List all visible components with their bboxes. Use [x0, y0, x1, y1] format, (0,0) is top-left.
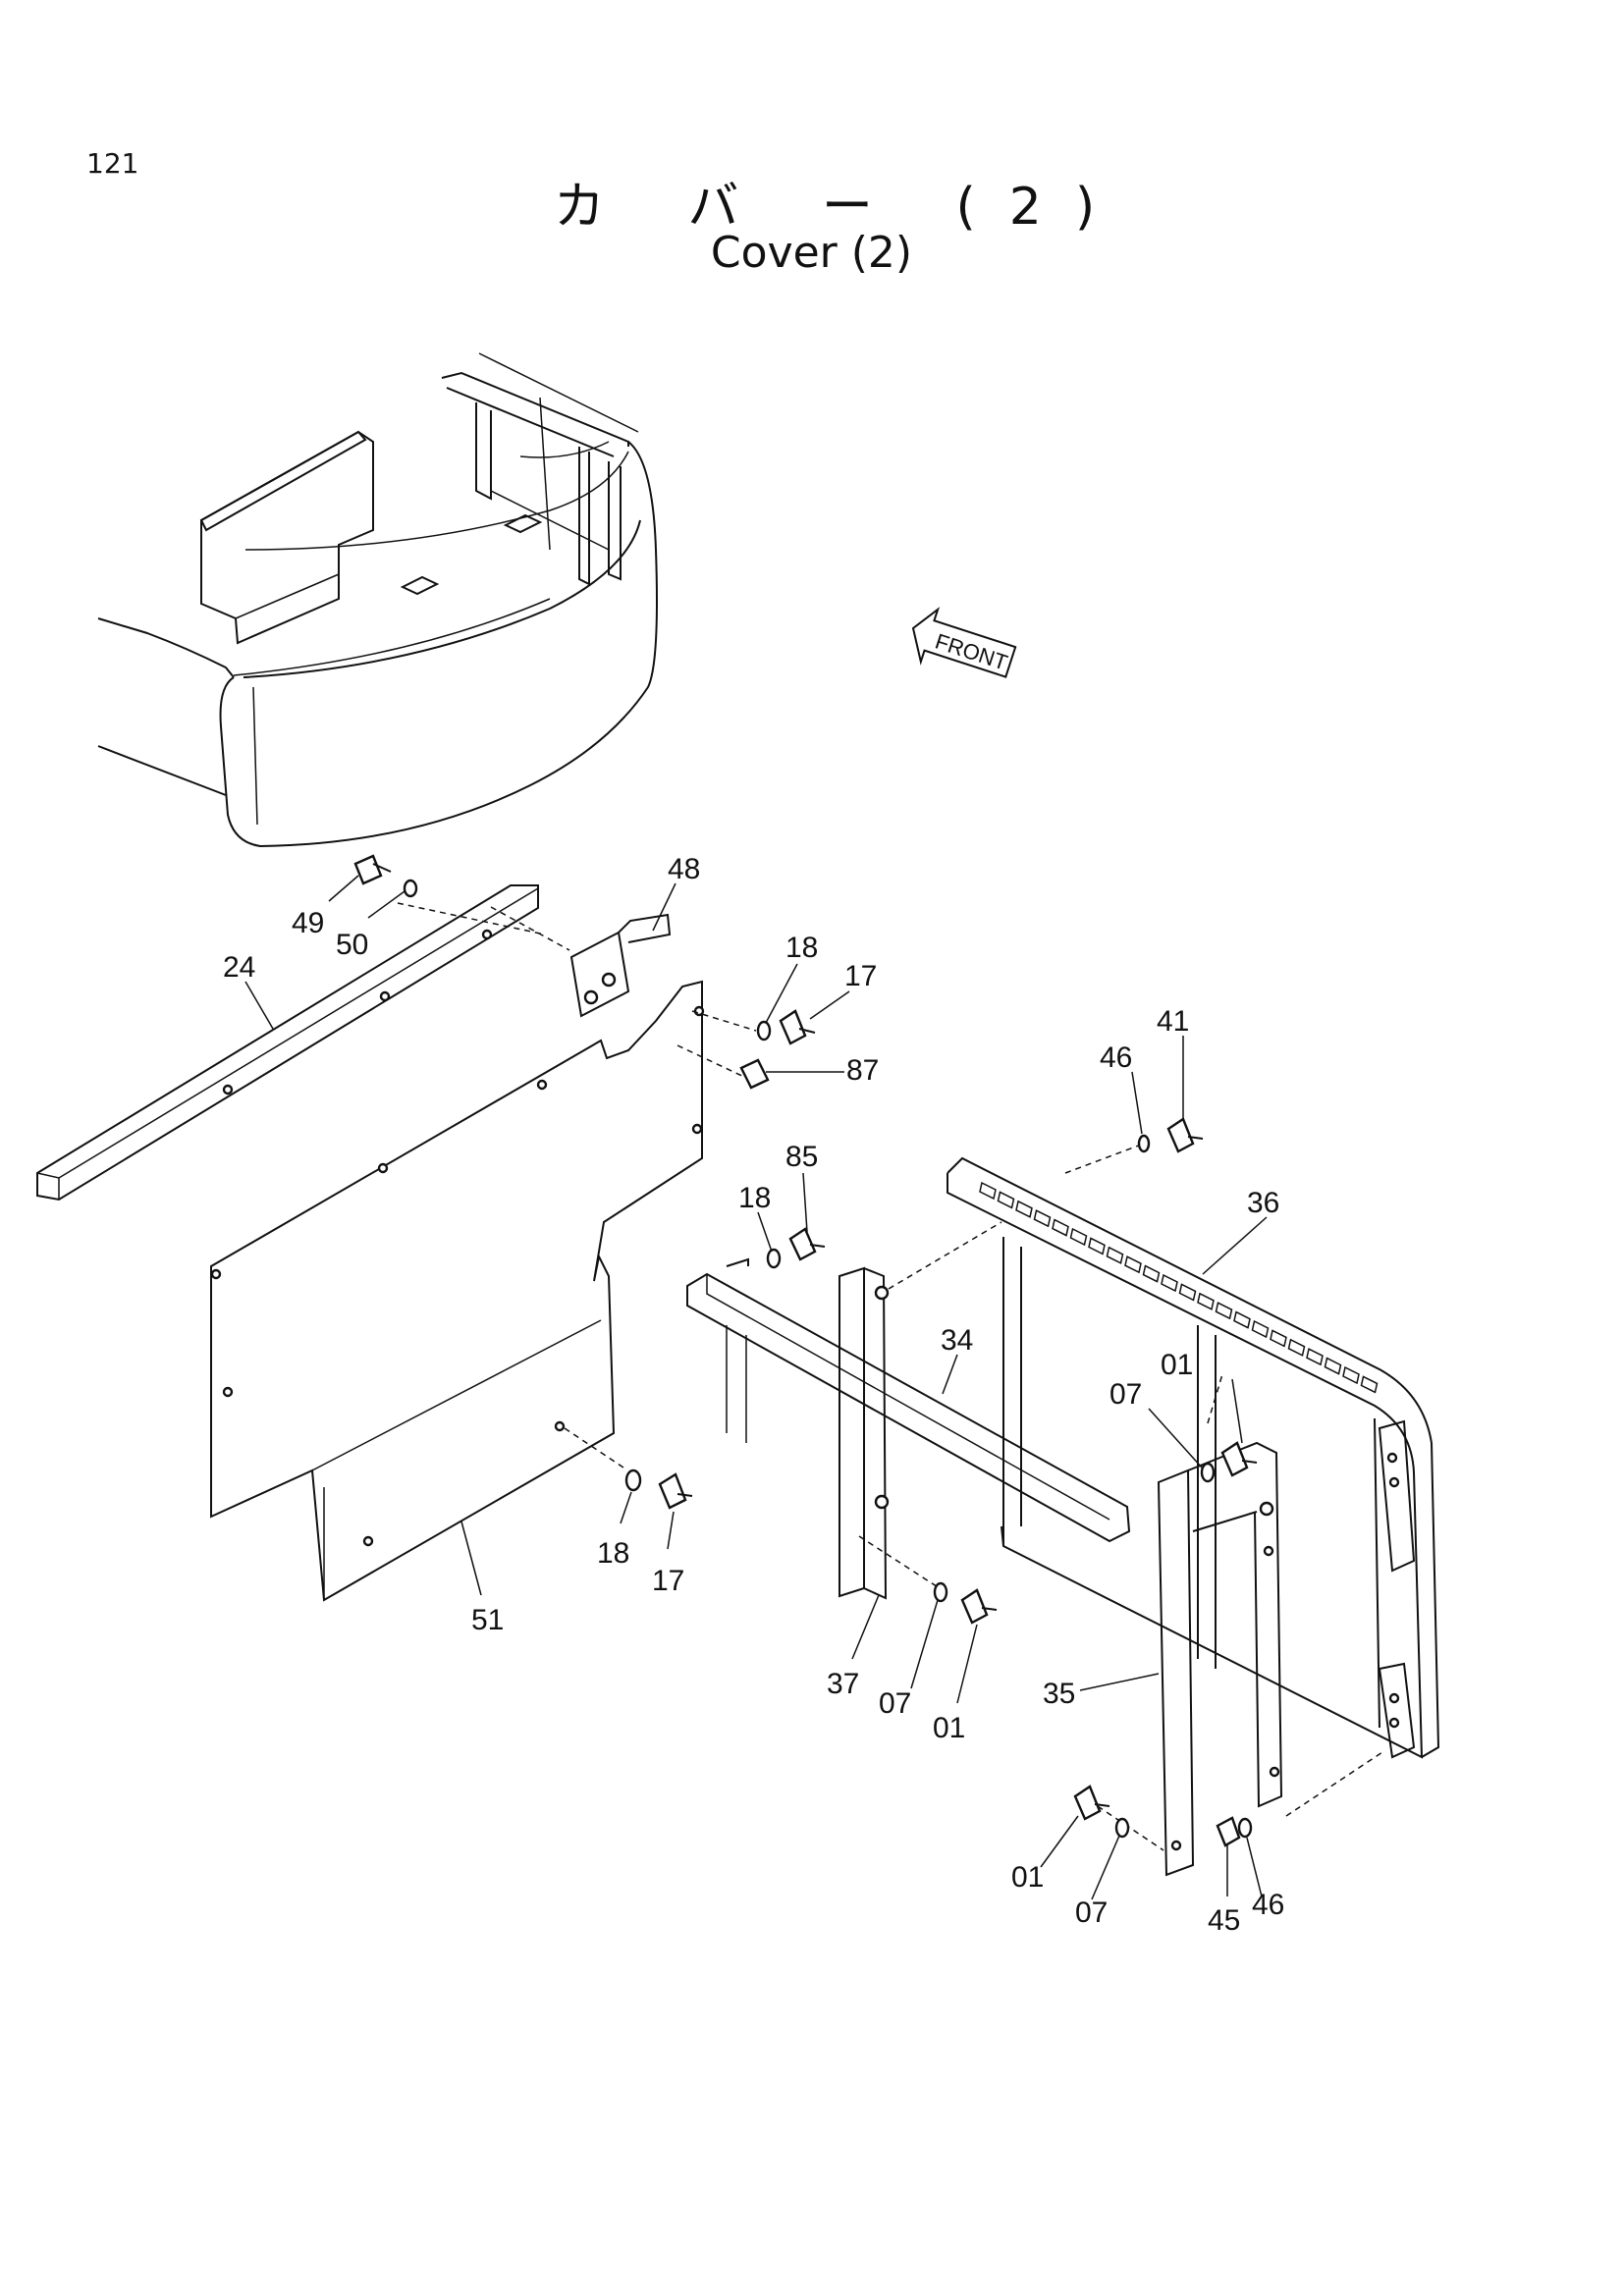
grille-slot: [1251, 1319, 1270, 1339]
callout-01-b: 01: [933, 1712, 965, 1744]
bolt-01-a: [1220, 1441, 1258, 1477]
washer-46-a: [1137, 1134, 1151, 1153]
callout-07-c: 07: [1075, 1896, 1108, 1929]
bolt-17-a: [779, 1009, 816, 1045]
fasteners: [353, 854, 1258, 1847]
callout-07-a: 07: [1109, 1378, 1142, 1411]
grille-slot: [1124, 1255, 1142, 1274]
callout-01-c: 01: [1011, 1861, 1044, 1894]
page-title-english: Cover (2): [710, 228, 913, 278]
grille-slot: [1324, 1357, 1342, 1375]
callout-49: 49: [292, 907, 324, 939]
callout-85: 85: [785, 1141, 818, 1173]
nut-45: [1216, 1816, 1241, 1847]
callout-41: 41: [1157, 1005, 1189, 1038]
callout-24: 24: [223, 951, 255, 984]
callout-17-b: 17: [652, 1565, 684, 1597]
washer-07-b: [933, 1581, 948, 1603]
washer-46-b: [1237, 1817, 1253, 1839]
callout-01-a: 01: [1161, 1349, 1193, 1381]
part-51-cover-plate: [210, 980, 705, 1602]
grille-slot: [1342, 1365, 1360, 1385]
front-direction-arrow: FRONT: [911, 607, 1017, 678]
grille-slot: [997, 1191, 1015, 1209]
part-36-grille-cover: [947, 1156, 1440, 1759]
part-48-bracket: [569, 913, 672, 1018]
callout-87: 87: [846, 1054, 879, 1087]
washer-07-a: [1200, 1462, 1216, 1483]
washer-18-a: [756, 1020, 772, 1041]
counterweight-body: [97, 352, 658, 848]
bolt-85: [788, 1227, 826, 1261]
callout-34: 34: [941, 1324, 973, 1357]
leader-lines: [244, 875, 1268, 1900]
part-35-frame: [1157, 1441, 1283, 1877]
callout-46-b: 46: [1252, 1889, 1284, 1921]
part-24-angle-bar: [36, 884, 539, 1201]
bolt-17-b: [658, 1472, 693, 1510]
bushing-87: [739, 1058, 770, 1090]
grille-slot: [1015, 1200, 1033, 1218]
grille-slot: [1106, 1246, 1124, 1264]
callout-45: 45: [1208, 1904, 1240, 1937]
page-number: 121: [86, 147, 139, 180]
callout-50: 50: [336, 929, 368, 961]
bolt-01-c: [1073, 1785, 1110, 1821]
page-title-japanese: カ バ ー (2): [553, 178, 1129, 237]
callout-labels: 49 50 48 24 18 17 87 46 41 85 18 36 34 0…: [223, 853, 1284, 1937]
grille-slot: [1215, 1302, 1233, 1320]
grille-slot: [1161, 1273, 1178, 1293]
grille-slot: [1069, 1227, 1088, 1247]
grille-slot: [1306, 1348, 1324, 1366]
grille-slot: [1178, 1283, 1197, 1302]
callout-36: 36: [1247, 1187, 1279, 1219]
part-37-bracket: [839, 1266, 890, 1600]
grille-slots: [979, 1181, 1379, 1394]
grille-slot: [1287, 1338, 1306, 1357]
grille-slot: [1270, 1329, 1287, 1348]
bolt-41: [1166, 1117, 1204, 1153]
callout-17-a: 17: [844, 960, 877, 992]
grille-slot: [1052, 1218, 1069, 1237]
washer-07-c: [1114, 1817, 1130, 1839]
grille-slot: [1360, 1375, 1379, 1394]
grille-slot: [1088, 1237, 1106, 1255]
callout-18-c: 18: [597, 1537, 629, 1570]
callout-37: 37: [827, 1668, 859, 1700]
grille-slot: [1197, 1292, 1215, 1310]
bolt-01-b: [960, 1588, 998, 1625]
washer-50: [403, 879, 418, 898]
callout-46-a: 46: [1100, 1041, 1132, 1074]
callout-18-a: 18: [785, 932, 818, 964]
grille-slot: [979, 1181, 997, 1201]
washer-18-b: [766, 1248, 782, 1269]
grille-slot: [1233, 1310, 1251, 1329]
grille-slot: [1142, 1264, 1161, 1283]
callout-48: 48: [668, 853, 700, 885]
bolt-49: [353, 854, 392, 885]
part-34-stay: [686, 1257, 1131, 1543]
guide-lines: [397, 902, 1383, 1851]
front-label: FRONT: [932, 628, 1010, 674]
callout-07-b: 07: [879, 1687, 911, 1720]
callout-18-b: 18: [738, 1182, 771, 1214]
callout-35: 35: [1043, 1678, 1075, 1710]
callout-51: 51: [471, 1604, 504, 1636]
grille-slot: [1033, 1209, 1052, 1228]
washer-18-c: [624, 1468, 642, 1492]
